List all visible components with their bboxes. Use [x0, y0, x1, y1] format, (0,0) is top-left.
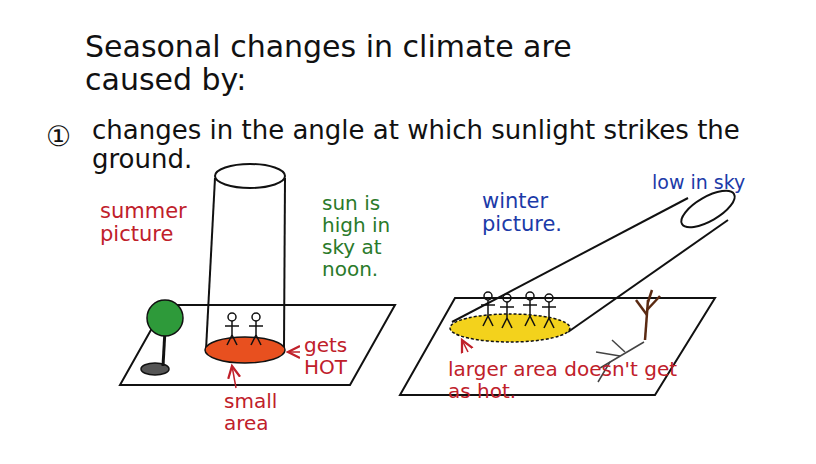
gets-hot-note: gets HOT	[304, 334, 374, 378]
title: Seasonal changes in climate are caused b…	[85, 30, 605, 96]
low-sky-note: low in sky	[652, 172, 802, 193]
item-text: changes in the angle at which sunlight s…	[92, 116, 792, 173]
winter-label: winter picture.	[482, 190, 612, 236]
larger-area-note: larger area doesn't get as hot.	[448, 358, 698, 402]
sun-high-note: sun is high in sky at noon.	[322, 192, 422, 280]
item-number: ①	[46, 122, 71, 153]
summer-label: summer picture	[100, 200, 210, 246]
small-area-note: small area	[224, 390, 304, 434]
